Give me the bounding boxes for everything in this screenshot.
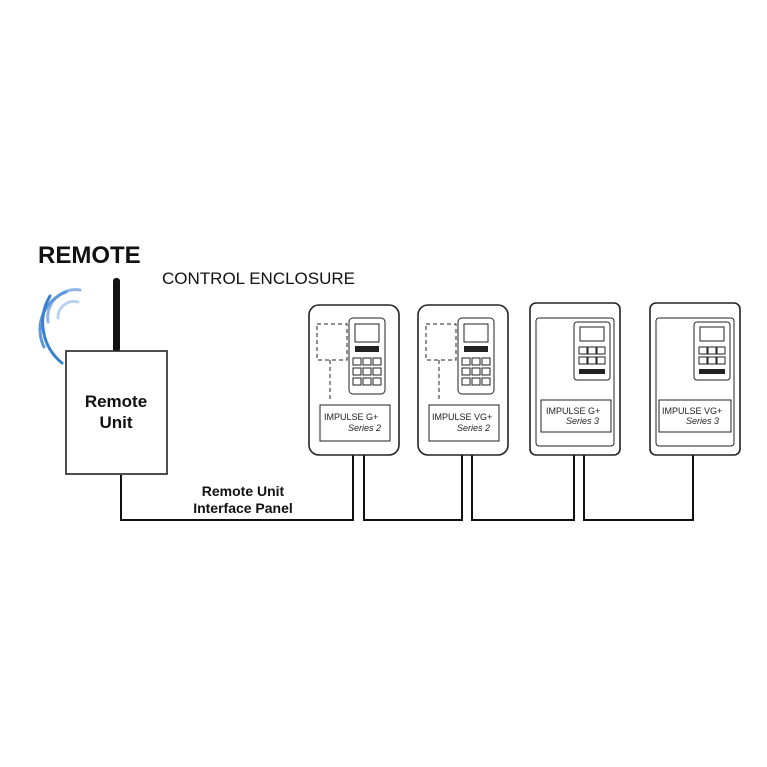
remote-unit-label-line1: Remote	[85, 392, 147, 411]
drive-label-line1: IMPULSE G+	[546, 406, 600, 416]
drive-label-line2: Series 3	[566, 416, 599, 426]
antenna-icon	[113, 278, 120, 352]
keypad-icon	[457, 317, 495, 395]
enclosure-label: CONTROL ENCLOSURE	[162, 269, 355, 288]
keypad-icon	[573, 321, 611, 381]
wireless-signal-icon	[38, 288, 82, 365]
remote-unit: Remote Unit	[65, 350, 168, 475]
interface-panel-label-line2: Interface Panel	[193, 500, 293, 516]
drive-label-line1: IMPULSE VG+	[432, 412, 492, 422]
drive-label-line1: IMPULSE VG+	[662, 406, 722, 416]
remote-unit-label-line2: Unit	[99, 413, 132, 432]
keypad-icon	[348, 317, 386, 395]
drive-impulse-vg-series-2: IMPULSE VG+ Series 2	[417, 304, 509, 456]
interface-panel-label-line1: Remote Unit	[202, 483, 285, 499]
drive-impulse-vg-series-3: IMPULSE VG+ Series 3	[649, 302, 741, 456]
drive-label-line2: Series 2	[348, 423, 381, 433]
keypad-icon	[693, 321, 731, 381]
drive-label-line2: Series 2	[457, 423, 490, 433]
drive-impulse-g-series-2: IMPULSE G+ Series 2	[308, 304, 400, 456]
drive-label-line2: Series 3	[686, 416, 719, 426]
drive-impulse-g-series-3: IMPULSE G+ Series 3	[529, 302, 621, 456]
daisy-chain-wiring	[120, 455, 694, 521]
drive-label-line1: IMPULSE G+	[324, 412, 378, 422]
diagram-title: REMOTE	[38, 242, 141, 269]
